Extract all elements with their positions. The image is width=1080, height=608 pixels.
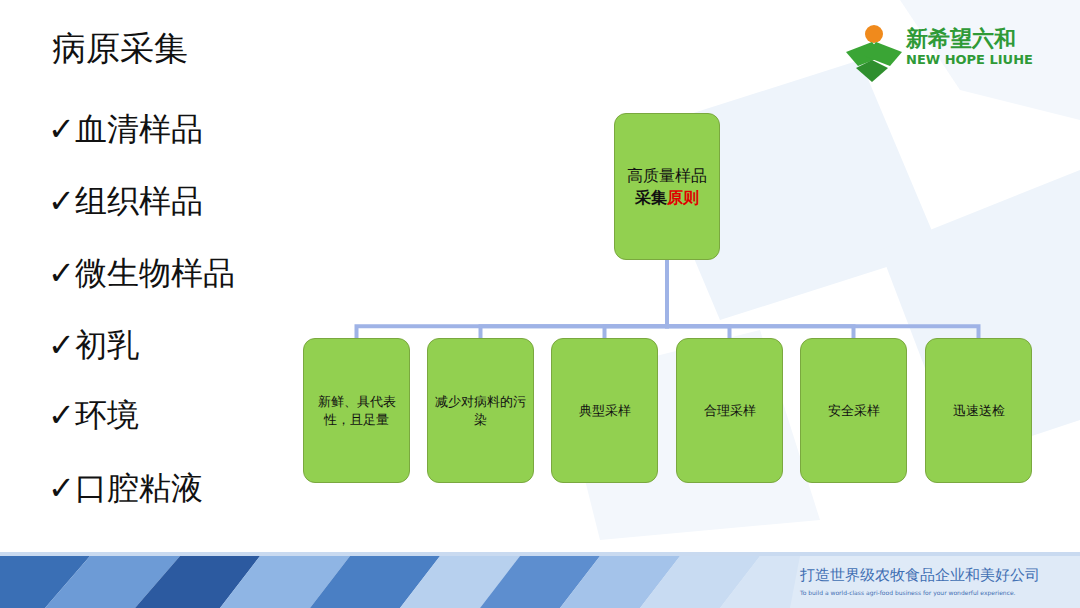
logo-mark xyxy=(846,25,902,82)
list-item: ✓环境 xyxy=(48,394,139,438)
list-item: ✓微生物样品 xyxy=(48,252,235,296)
principle-box: 安全采样 xyxy=(800,338,907,483)
box-text: 安全采样 xyxy=(828,402,880,420)
logo-subtext: NEW HOPE LIUHE xyxy=(906,52,1033,67)
slogan-english: To build a world-class agri-food busines… xyxy=(800,589,1016,596)
box-text: 迅速送检 xyxy=(953,402,1005,420)
slogan: 打造世界级农牧食品企业和美好公司 xyxy=(800,566,1040,585)
principle-box: 合理采样 xyxy=(676,338,783,483)
box-text: 合理采样 xyxy=(704,402,756,420)
list-item: ✓组织样品 xyxy=(48,180,203,224)
list-item: ✓口腔粘液 xyxy=(48,467,203,511)
box-text: 典型采样 xyxy=(579,402,631,420)
slide-title: 病原采集 xyxy=(52,26,188,72)
principle-box: 新鲜、具代表性，且足量 xyxy=(303,338,410,483)
bottom-banner xyxy=(0,552,1080,608)
tree-connector xyxy=(357,260,668,338)
tree-connector xyxy=(605,260,668,338)
root-box: 高质量样品采集原则 xyxy=(614,113,720,260)
list-item: ✓血清样品 xyxy=(48,108,203,152)
box-text: 高质量样品采集原则 xyxy=(621,165,713,208)
tree-connector xyxy=(667,260,979,338)
tree-connector xyxy=(481,260,668,338)
logo-text: 新希望六和 xyxy=(906,24,1016,54)
principle-box: 典型采样 xyxy=(551,338,658,483)
box-text: 减少对病料的污染 xyxy=(434,393,527,428)
box-text: 新鲜、具代表性，且足量 xyxy=(310,393,403,428)
principle-box: 迅速送检 xyxy=(925,338,1032,483)
principle-box: 减少对病料的污染 xyxy=(427,338,534,483)
list-item: ✓初乳 xyxy=(48,324,139,368)
